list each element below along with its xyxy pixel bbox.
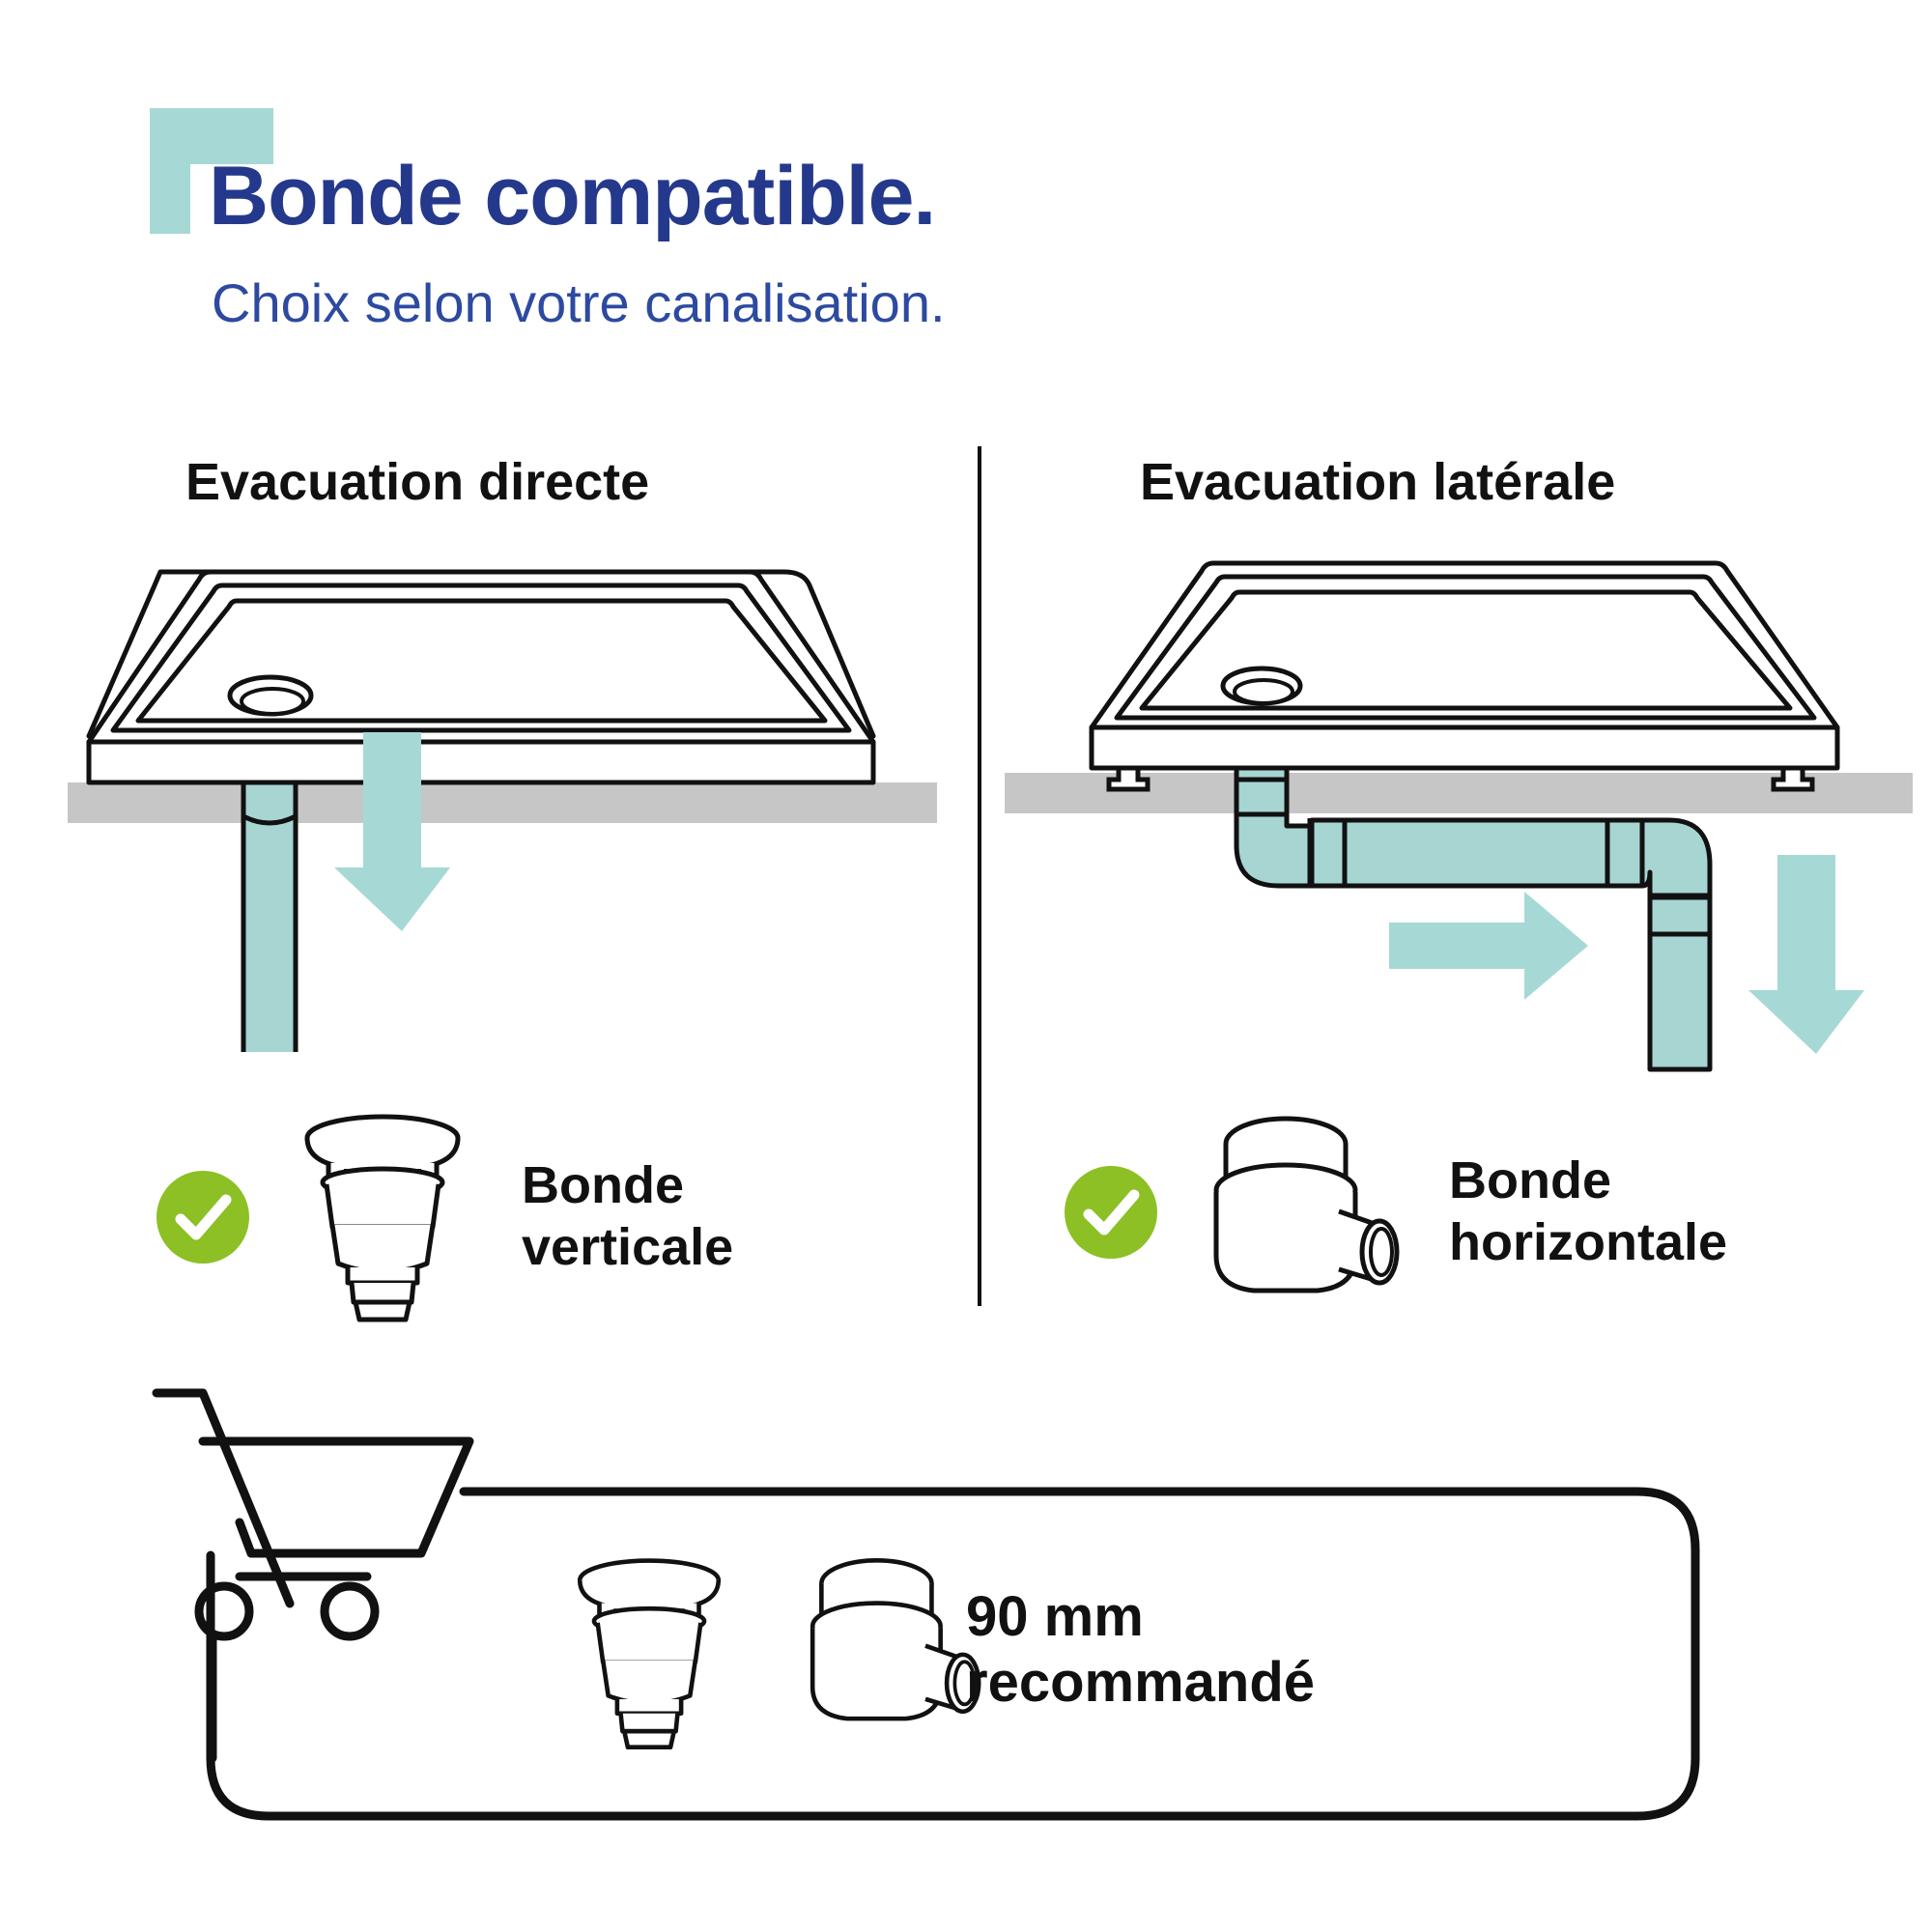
column-divider (978, 446, 981, 1306)
result-row-vertical-drain: Bonde verticale (155, 1111, 733, 1323)
column-heading-lateral: Evacuation latérale (1140, 453, 1616, 511)
recommendation-box-outline (206, 1487, 1700, 1821)
result-row-horizontal-drain: Bonde horizontale (1063, 1111, 1727, 1314)
check-icon (1065, 1166, 1157, 1259)
tray-feet (1106, 765, 1815, 792)
vertical-drain-icon (304, 1114, 461, 1322)
tray-drain-hole (1220, 666, 1303, 706)
lateral-evacuation-illustration (1005, 560, 1913, 1072)
direct-evacuation-illustration (68, 569, 937, 1052)
result-label-vertical: Bonde verticale (522, 1156, 734, 1276)
floor-band (1005, 773, 1913, 813)
horizontal-drain-icon (810, 1558, 981, 1721)
recommendation-label: 90 mm recommandé (966, 1585, 1316, 1715)
shopping-cart-icon (152, 1388, 474, 1763)
vertical-drain-icon (577, 1558, 722, 1750)
shower-tray-body (86, 569, 876, 785)
scene-lateral-evacuation (1005, 536, 1913, 1101)
column-heading-direct: Evacuation directe (185, 453, 650, 511)
lateral-pipe-system (1234, 753, 1713, 1072)
flow-arrow-down-icon (1748, 855, 1864, 1054)
check-icon (156, 1171, 249, 1264)
bracket-horizontal-bar (150, 108, 273, 164)
corner-bracket-decoration (150, 108, 273, 234)
tray-drain-hole (227, 674, 314, 717)
recommendation-panel-graphic (152, 1388, 1700, 1821)
vertical-pipe (241, 776, 298, 1052)
page-title: Bonde compatible. (209, 150, 936, 242)
result-label-horizontal: Bonde horizontale (1449, 1151, 1728, 1271)
scene-direct-evacuation (68, 541, 937, 1101)
horizontal-drain-icon (1213, 1116, 1400, 1293)
recommendation-panel (145, 1372, 1710, 1826)
floor-band (68, 782, 937, 823)
flow-arrow-right-icon (1389, 892, 1588, 1000)
page-subtitle: Choix selon votre canalisation. (212, 272, 946, 333)
flow-arrow-down-icon (334, 732, 450, 931)
shower-tray (1089, 560, 1840, 771)
